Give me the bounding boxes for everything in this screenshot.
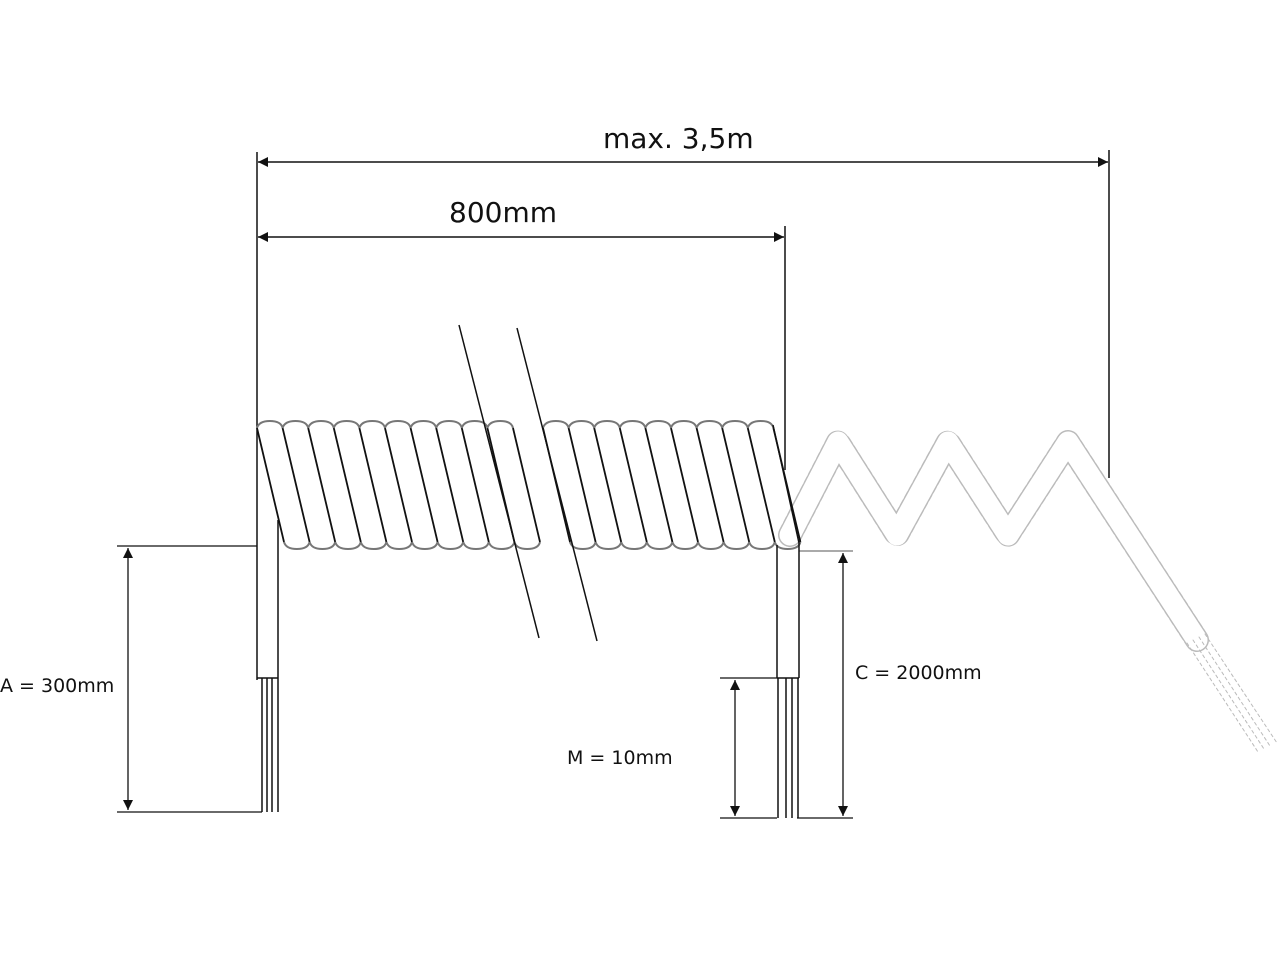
coil-turn: [384, 419, 439, 551]
coil-turn: [460, 419, 516, 551]
coil-turn: [435, 419, 490, 551]
coil-turn: [281, 419, 337, 551]
m-dimension: [720, 677, 777, 819]
coil-turn: [486, 419, 541, 551]
coil-turn-edge: [384, 427, 413, 543]
coil-turn-edge: [256, 427, 311, 543]
lead-a-label: A = 300mm: [0, 675, 115, 697]
coil-turn-edge: [332, 427, 362, 543]
coil-turn-edge: [618, 427, 648, 543]
coil-turn-edge: [721, 427, 751, 543]
coil-turn-edge: [695, 427, 725, 543]
coil-turn: [358, 419, 413, 551]
extension-lines: [256, 150, 1110, 680]
coil-turn: [721, 419, 776, 551]
a-dimension: [117, 545, 262, 813]
coil-turn-edge: [746, 427, 776, 543]
coil-turn: [256, 419, 311, 551]
coil-turn-edge: [542, 427, 597, 543]
coil-turn: [644, 419, 699, 551]
coil-turn: [332, 419, 388, 551]
coil-turn-edge: [644, 427, 674, 543]
break-lines: [458, 324, 598, 642]
coil-turn: [307, 419, 362, 551]
left-lead: [257, 520, 279, 812]
coil-turn: [593, 419, 648, 551]
coil-turn-edge: [460, 427, 490, 543]
coil-turn-edge: [358, 427, 388, 543]
coil-turn: [695, 419, 751, 551]
coil-turn: [409, 419, 465, 551]
c-dimension: [797, 550, 853, 819]
right-lead: [772, 424, 800, 818]
coil-turn: [618, 419, 674, 551]
coil-turn: [567, 419, 623, 551]
extended-cable-outline: [778, 430, 1278, 753]
total-length-label: max. 3,5m: [603, 122, 754, 155]
coil-turn-edge: [307, 427, 337, 543]
coil-turn-edge: [593, 427, 623, 543]
coil-turn-edge: [435, 427, 465, 543]
coil-turn-edge: [512, 427, 541, 543]
coil-turns: [256, 419, 802, 551]
coil-turn: [670, 419, 725, 551]
lead-c-label: C = 2000mm: [855, 662, 982, 684]
coil-length-label: 800mm: [449, 196, 557, 229]
strip-m-label: M = 10mm: [567, 747, 673, 769]
coil-turn-edge: [409, 427, 439, 543]
coil-turn-edge: [670, 427, 699, 543]
